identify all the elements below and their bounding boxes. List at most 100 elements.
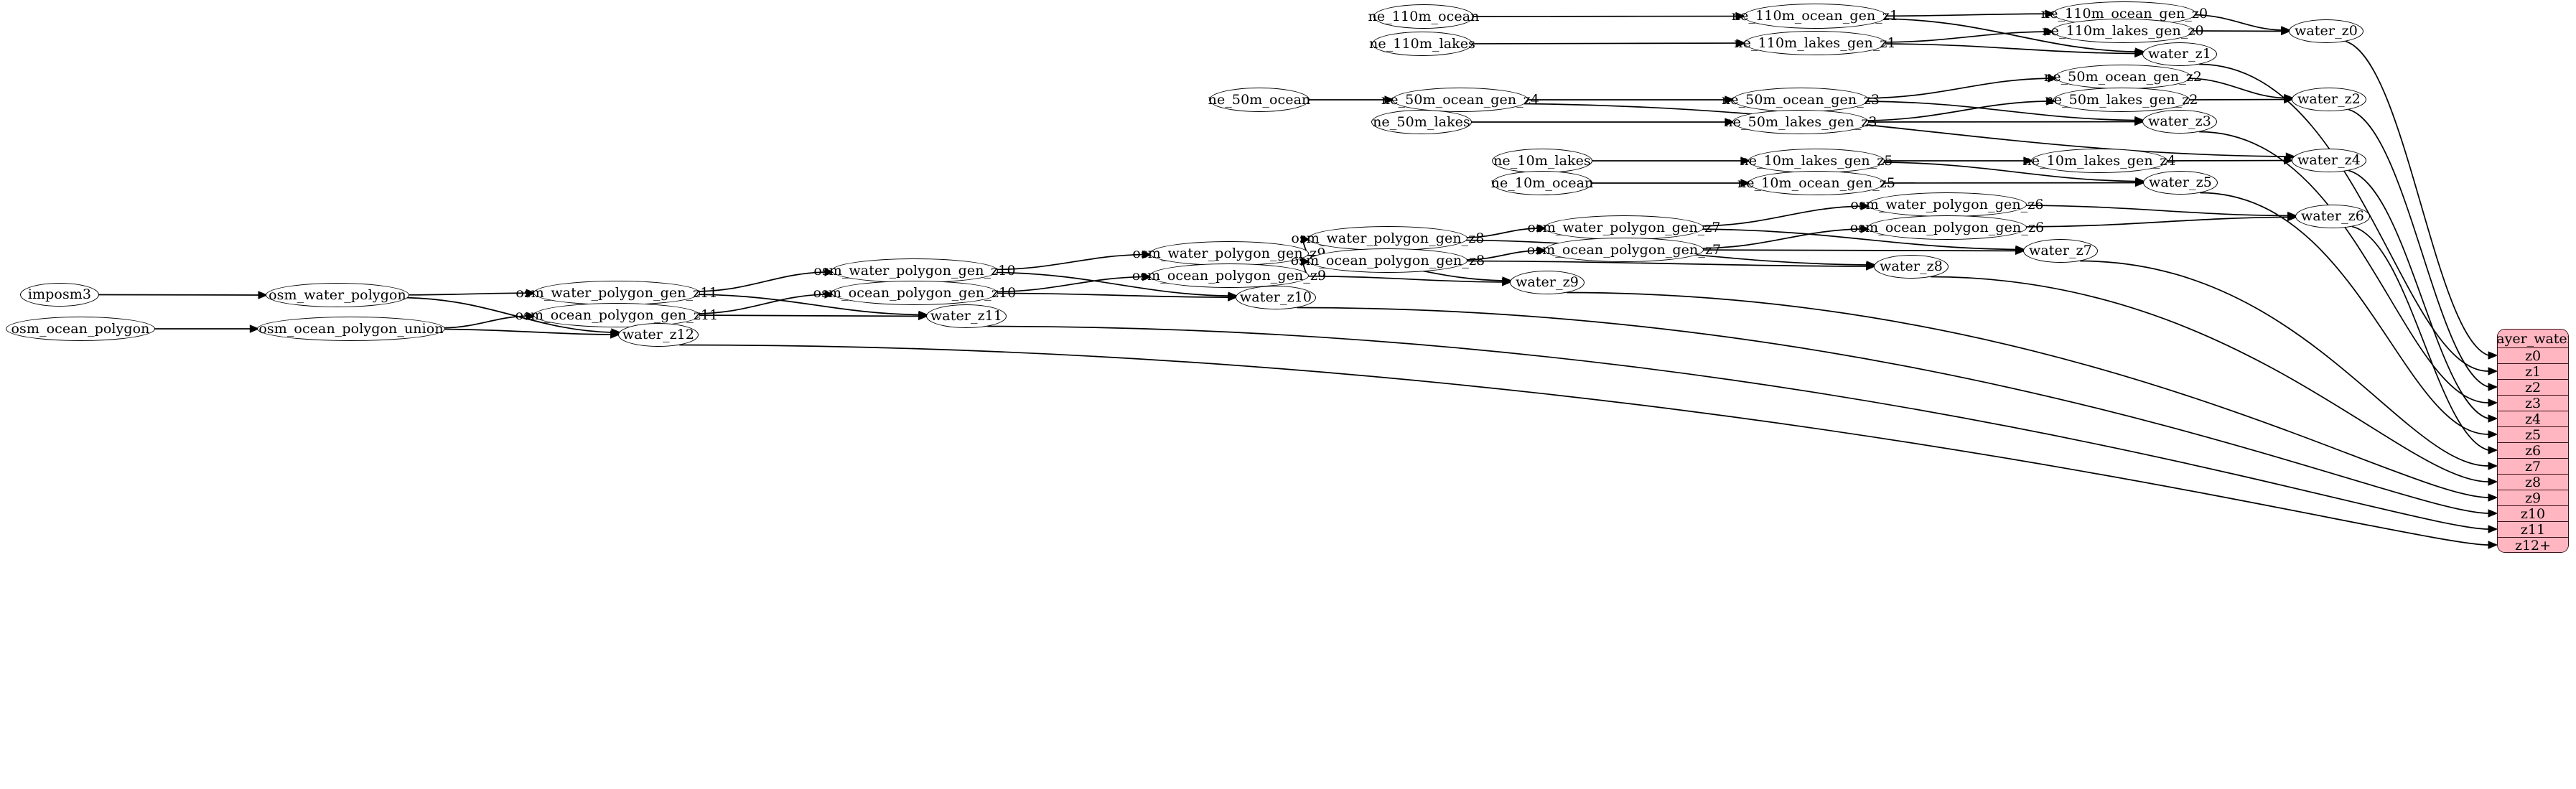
layer-record-row-z7[interactable]: z7 [2498, 459, 2568, 475]
layer-record-row-z1[interactable]: z1 [2498, 364, 2568, 380]
graph-node-osm_water_polygon_gen_z10[interactable]: osm_water_polygon_gen_z10 [813, 258, 1016, 283]
graph-edge-arrowhead [2488, 477, 2498, 486]
layer-record-row-z4[interactable]: z4 [2498, 411, 2568, 427]
layer-record-row-z8[interactable]: z8 [2498, 475, 2568, 490]
graph-node-osm_water_polygon[interactable]: osm_water_polygon [266, 283, 409, 307]
graph-node-label: ne_110m_ocean_gen_z0 [2040, 5, 2208, 22]
graph-node-ne_10m_lakes_gen_z4[interactable]: ne_10m_lakes_gen_z4 [2022, 149, 2176, 173]
graph-node-label: water_z9 [1516, 274, 1579, 290]
graph-node-label: ne_50m_ocean_gen_z3 [1721, 91, 1880, 108]
graph-node-ne_50m_lakes[interactable]: ne_50m_lakes [1371, 110, 1472, 134]
graph-node-label: water_z10 [1239, 289, 1312, 305]
layer-record-row-z12+[interactable]: z12+ [2498, 538, 2568, 552]
graph-edge-water_z3-to-layer_water-z3 [2199, 131, 2489, 403]
graph-edge-ne_50m_ocean_gen_z2-to-water_z2 [2190, 78, 2285, 99]
graph-node-ne_110m_ocean[interactable]: ne_110m_ocean [1368, 4, 1479, 29]
layer-record-row-z0[interactable]: z0 [2498, 348, 2568, 364]
graph-node-ne_50m_ocean_gen_z3[interactable]: ne_50m_ocean_gen_z3 [1722, 88, 1880, 112]
graph-node-osm_ocean_polygon[interactable]: osm_ocean_polygon [6, 317, 155, 341]
graph-node-ne_50m_lakes_gen_z2[interactable]: ne_50m_lakes_gen_z2 [2045, 88, 2198, 112]
graph-node-label: osm_water_polygon_gen_z8 [1291, 230, 1485, 246]
graph-edge-ne_50m_ocean_gen_z3-to-ne_50m_ocean_gen_z2 [1867, 78, 2048, 99]
graph-edge-arrowhead [2488, 414, 2498, 423]
layer-record-row-z6[interactable]: z6 [2498, 443, 2568, 459]
graph-node-water_z6[interactable]: water_z6 [2295, 205, 2370, 228]
graph-node-ne_110m_lakes_gen_z1[interactable]: ne_110m_lakes_gen_z1 [1734, 31, 1896, 55]
layer-record-row-z9[interactable]: z9 [2498, 490, 2568, 506]
graph-edge-osm_ocean_polygon_gen_z8-to-water_z8 [1466, 260, 1867, 267]
graph-node-label: osm_ocean_polygon_gen_z6 [1849, 219, 2045, 235]
graph-edge-osm_ocean_polygon_gen_z7-to-water_z7 [1702, 249, 2016, 252]
graph-node-water_z9[interactable]: water_z9 [1510, 271, 1585, 294]
graph-node-ne_50m_ocean_gen_z2[interactable]: ne_50m_ocean_gen_z2 [2044, 65, 2202, 89]
graph-node-imposm3[interactable]: imposm3 [20, 283, 99, 307]
graph-node-label: ne_50m_ocean_gen_z4 [1381, 91, 1540, 108]
graph-node-ne_110m_lakes_gen_z0[interactable]: ne_110m_lakes_gen_z0 [2042, 19, 2204, 43]
graph-node-water_z0[interactable]: water_z0 [2289, 19, 2363, 43]
graph-edge-water_z12-to-layer_water-z12+ [679, 344, 2489, 546]
graph-edge-osm_ocean_polygon_union-to-osm_ocean_polygon_gen_z11 [444, 315, 527, 329]
graph-node-water_z2[interactable]: water_z2 [2292, 88, 2366, 111]
layer-record-row-z2[interactable]: z2 [2498, 380, 2568, 396]
graph-node-ne_50m_lakes_gen_z3[interactable]: ne_50m_lakes_gen_z3 [1724, 110, 1877, 134]
layer-record-row-z5[interactable]: z5 [2498, 427, 2568, 443]
graph-node-water_z5[interactable]: water_z5 [2143, 171, 2218, 195]
graph-node-osm_water_polygon_gen_z9[interactable]: osm_water_polygon_gen_z9 [1132, 241, 1325, 266]
graph-node-label: water_z8 [1880, 258, 1943, 274]
graph-edge-water_z7-to-layer_water-z7 [2080, 260, 2489, 467]
graph-node-water_z8[interactable]: water_z8 [1874, 255, 1949, 279]
graph-node-label: water_z11 [930, 308, 1003, 324]
layer-record-layer_water[interactable]: layer_waterz0z1z2z3z4z5z6z7z8z9z10z11z12… [2497, 329, 2569, 553]
graph-node-ne_110m_ocean_gen_z1[interactable]: ne_110m_ocean_gen_z1 [1732, 4, 1898, 29]
graph-node-label: osm_ocean_polygon_gen_z8 [1290, 252, 1485, 269]
graph-node-label: water_z0 [2295, 23, 2358, 39]
graph-node-osm_water_polygon_gen_z6[interactable]: osm_water_polygon_gen_z6 [1850, 192, 2043, 217]
graph-node-label: ne_50m_lakes_gen_z2 [2045, 91, 2198, 108]
graph-node-label: osm_water_polygon_gen_z6 [1850, 196, 2044, 213]
graph-node-ne_10m_lakes[interactable]: ne_10m_lakes [1492, 149, 1592, 173]
graph-node-ne_50m_ocean_gen_z4[interactable]: ne_50m_ocean_gen_z4 [1381, 88, 1539, 112]
graph-node-osm_ocean_polygon_gen_z8[interactable]: osm_ocean_polygon_gen_z8 [1291, 248, 1485, 273]
graph-node-label: ne_10m_ocean_gen_z5 [1737, 174, 1896, 191]
graph-node-osm_ocean_polygon_gen_z6[interactable]: osm_ocean_polygon_gen_z6 [1850, 215, 2044, 240]
graph-node-water_z12[interactable]: water_z12 [618, 323, 699, 347]
graph-node-osm_water_polygon_gen_z8[interactable]: osm_water_polygon_gen_z8 [1291, 226, 1484, 251]
graph-node-ne_10m_lakes_gen_z5[interactable]: ne_10m_lakes_gen_z5 [1740, 149, 1893, 173]
graph-node-water_z7[interactable]: water_z7 [2023, 239, 2098, 263]
layer-record-row-z10[interactable]: z10 [2498, 506, 2568, 522]
graph-node-water_z11[interactable]: water_z11 [926, 304, 1007, 328]
graph-node-label: osm_water_polygon_gen_z10 [813, 262, 1016, 279]
graph-node-osm_ocean_polygon_union[interactable]: osm_ocean_polygon_union [257, 317, 445, 341]
layer-record-row-z3[interactable]: z3 [2498, 396, 2568, 411]
graph-node-label: imposm3 [27, 286, 92, 302]
graph-node-osm_ocean_polygon_gen_z10[interactable]: osm_ocean_polygon_gen_z10 [813, 281, 1016, 305]
graph-node-label: osm_ocean_polygon_gen_z7 [1526, 241, 1722, 258]
graph-edge-osm_ocean_polygon_union-to-water_z12 [444, 328, 611, 335]
graph-edge-osm_ocean_polygon_gen_z10-to-water_z10 [997, 292, 1228, 298]
graph-edge-arrowhead [2488, 430, 2498, 439]
graph-edge-arrowhead [2488, 525, 2498, 533]
graph-node-ne_50m_ocean[interactable]: ne_50m_ocean [1208, 88, 1310, 112]
graph-node-water_z10[interactable]: water_z10 [1236, 286, 1316, 309]
graph-node-ne_10m_ocean_gen_z5[interactable]: ne_10m_ocean_gen_z5 [1737, 171, 1895, 195]
layer-record-row-z11[interactable]: z11 [2498, 522, 2568, 538]
graph-node-osm_water_polygon_gen_z11[interactable]: osm_water_polygon_gen_z11 [515, 281, 718, 305]
graph-node-ne_110m_lakes[interactable]: ne_110m_lakes [1369, 32, 1475, 56]
graph-node-water_z1[interactable]: water_z1 [2142, 42, 2217, 66]
graph-node-label: osm_water_polygon [269, 286, 406, 303]
graph-node-water_z4[interactable]: water_z4 [2292, 149, 2366, 172]
graph-node-label: osm_ocean_polygon [11, 320, 150, 337]
graph-node-label: ne_110m_ocean [1368, 8, 1480, 24]
graph-edge-ne_110m_lakes_gen_z1-to-ne_110m_lakes_gen_z0 [1885, 31, 2045, 43]
graph-node-label: ne_110m_ocean_gen_z1 [1731, 8, 1899, 24]
graph-edge-osm_ocean_polygon_gen_z9-to-water_z9 [1307, 275, 1503, 283]
graph-node-ne_10m_ocean[interactable]: ne_10m_ocean [1491, 171, 1593, 195]
graph-edge-osm_water_polygon_gen_z7-to-osm_water_polygon_gen_z6 [1702, 205, 1861, 227]
graph-node-osm_water_polygon_gen_z7[interactable]: osm_water_polygon_gen_z7 [1527, 215, 1720, 240]
graph-node-label: ne_110m_lakes [1369, 35, 1475, 52]
graph-node-water_z3[interactable]: water_z3 [2142, 110, 2217, 134]
graph-edge-osm_ocean_polygon_gen_z11-to-water_z11 [699, 314, 919, 317]
graph-edge-osm_ocean_polygon_gen_z7-to-osm_ocean_polygon_gen_z6 [1702, 228, 1861, 249]
graph-node-osm_ocean_polygon_gen_z9[interactable]: osm_ocean_polygon_gen_z9 [1132, 263, 1326, 288]
graph-node-osm_ocean_polygon_gen_z7[interactable]: osm_ocean_polygon_gen_z7 [1527, 238, 1721, 262]
